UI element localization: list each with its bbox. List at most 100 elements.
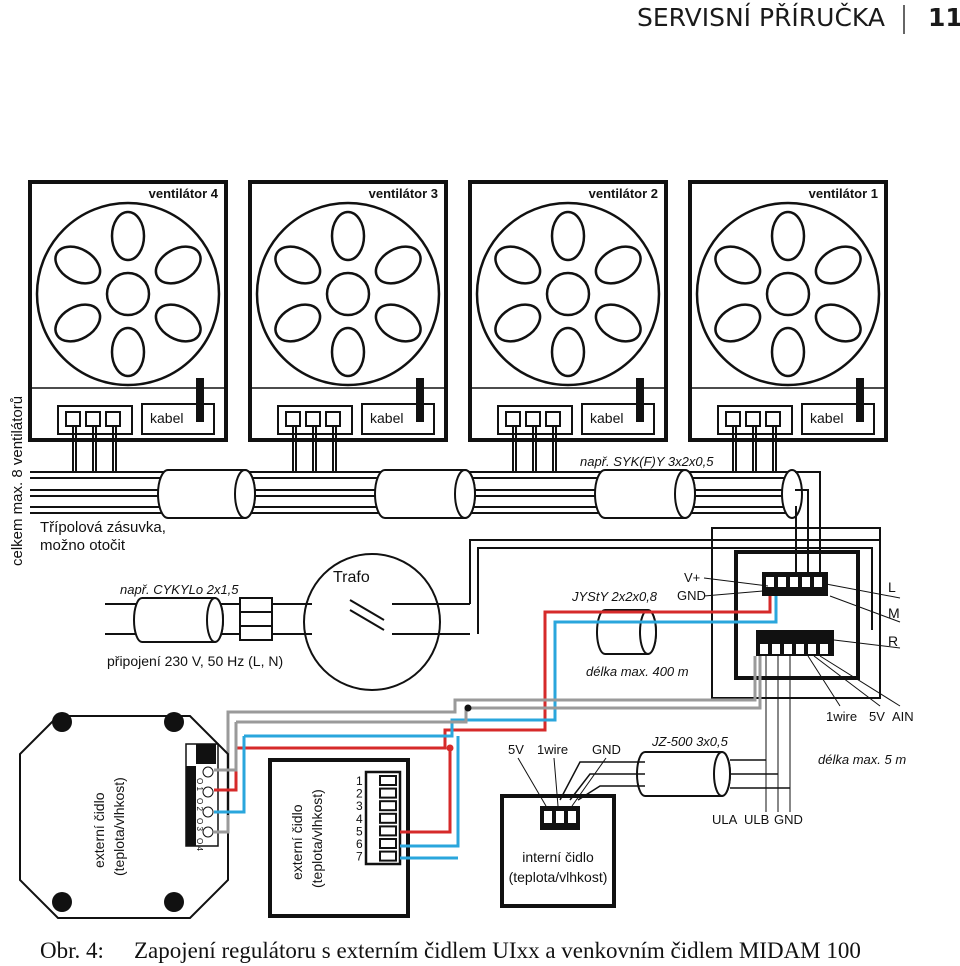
cable-gland-icon — [856, 378, 864, 422]
fan-blade-icon — [550, 210, 586, 262]
fan-label: ventilátor 3 — [369, 186, 438, 201]
red-wire-ext2 — [400, 748, 452, 834]
fan-housing — [689, 181, 887, 389]
jysty-label: JYStY 2x2x0,8 — [571, 589, 658, 604]
terminal-number: 1 — [356, 774, 363, 788]
jysty-cable-sleeve — [596, 609, 657, 655]
caption-text: Zapojení regulátoru s externím čidlem UI… — [134, 938, 861, 963]
terminal-number: 3 — [356, 799, 363, 813]
lmr-leaders — [825, 583, 901, 649]
syk-cable-label: např. SYK(F)Y 3x2x0,5 — [580, 454, 714, 469]
module-pin-label: O 1 — [195, 778, 204, 791]
kabel-label: kabel — [150, 410, 183, 426]
fan-blade-icon — [814, 245, 862, 285]
jz-wires — [559, 759, 790, 801]
vplus-gnd-leaders — [703, 577, 775, 597]
socket-label-line1: Třípolová zásuvka, — [40, 519, 166, 536]
fan-ring-icon — [695, 201, 881, 387]
gray-wire-ext1b — [214, 722, 238, 772]
fan-label: ventilátor 2 — [589, 186, 658, 201]
kabel-box — [801, 403, 875, 435]
socket-label-line2: možno otočit — [40, 537, 126, 554]
kabel-label: kabel — [810, 410, 843, 426]
junction-dot-1 — [464, 704, 472, 712]
gnd-top-label: GND — [677, 588, 706, 603]
fan-blade-icon — [54, 245, 102, 285]
fan-blade-icon — [550, 326, 586, 378]
ext2-line2: (teplota/vlhkost) — [309, 789, 325, 888]
ext1-pin-labels: O 1O 2O 3O 4 — [195, 778, 204, 851]
terminal-number: 4 — [356, 812, 363, 826]
cable-gland-icon — [636, 378, 644, 422]
terminal-M-label: M — [888, 605, 900, 621]
controller-bottom-terminal — [756, 630, 834, 656]
external-sensor-2-box — [268, 758, 410, 918]
internal-sensor-box — [500, 794, 616, 908]
terminal-L-label: L — [888, 579, 896, 595]
module-pin-label: O 4 — [195, 838, 204, 851]
ext1-line1: externí čidlo — [91, 792, 107, 868]
terminal-number: 6 — [356, 837, 363, 851]
fan-blade-icon — [274, 245, 322, 285]
fan-blade-icon — [594, 303, 642, 343]
onewire-label: 1wire — [826, 709, 857, 724]
fan-hub-icon — [325, 271, 371, 317]
fan-blade-icon — [154, 245, 202, 285]
external-sensor-1-body — [19, 715, 229, 919]
mains-connector — [239, 597, 273, 641]
blue-wire-ext2 — [400, 736, 460, 848]
fan-blade-icon — [374, 303, 422, 343]
cable-gland-icon — [416, 378, 424, 422]
fan-blade-icon — [770, 210, 806, 262]
ext1-line2: (teplota/vlhkost) — [111, 777, 127, 876]
fan-blade-icon — [110, 326, 146, 378]
bus-to-controller-wires — [795, 471, 821, 572]
int-leaders — [517, 757, 607, 807]
fan-unit: ventilátor 4 kabel — [28, 180, 228, 472]
mains-cable-sleeve — [133, 597, 224, 643]
gnd-bottom-label: GND — [774, 812, 803, 827]
internal-sensor-line1: interní čidlo — [522, 849, 594, 865]
fan-ring-icon — [255, 201, 441, 387]
kabel-box — [581, 403, 655, 435]
fan-blade-icon — [594, 245, 642, 285]
ext2-line1: externí čidlo — [289, 804, 305, 880]
kabel-label: kabel — [370, 410, 403, 426]
sensor-leaders — [765, 655, 901, 812]
terminal-number: 7 — [356, 850, 363, 864]
fan-hub-icon — [545, 271, 591, 317]
fan-blade-icon — [494, 245, 542, 285]
red-wire — [236, 596, 772, 750]
terminal-number: 5 — [356, 824, 363, 838]
fan-housing — [29, 181, 227, 389]
ext1-screw-tr — [164, 712, 184, 732]
fan-ring-icon — [35, 201, 221, 387]
ext1-terminal-module — [185, 743, 219, 847]
fan-hub-icon — [765, 271, 811, 317]
gray-wire-1 — [226, 656, 757, 815]
internal-sensor-terminal — [540, 806, 580, 830]
fan-label: ventilátor 4 — [149, 186, 219, 201]
blue-wire-ext1 — [214, 736, 246, 814]
ain-label: AIN — [892, 709, 914, 724]
terminal-number: 2 — [356, 787, 363, 801]
kabel-box — [361, 403, 435, 435]
len400-label: délka max. 400 m — [586, 664, 689, 679]
mains-label: připojení 230 V, 50 Hz (L, N) — [107, 653, 283, 669]
fan-blade-icon — [714, 303, 762, 343]
fan-ring-icon — [475, 201, 661, 387]
fan-blade-icon — [814, 303, 862, 343]
page-number: 11 — [928, 3, 960, 32]
ext1-screw-bl — [52, 892, 72, 912]
transformer-symbol — [303, 553, 441, 691]
fan-blade-icon — [154, 303, 202, 343]
internal-sensor-line2: (teplota/vlhkost) — [509, 869, 608, 885]
fan-blade-icon — [54, 303, 102, 343]
fan-blade-icon — [770, 326, 806, 378]
fan-blade-icon — [374, 245, 422, 285]
fan-blade-icon — [330, 326, 366, 378]
int-1wire-label: 1wire — [537, 742, 568, 757]
